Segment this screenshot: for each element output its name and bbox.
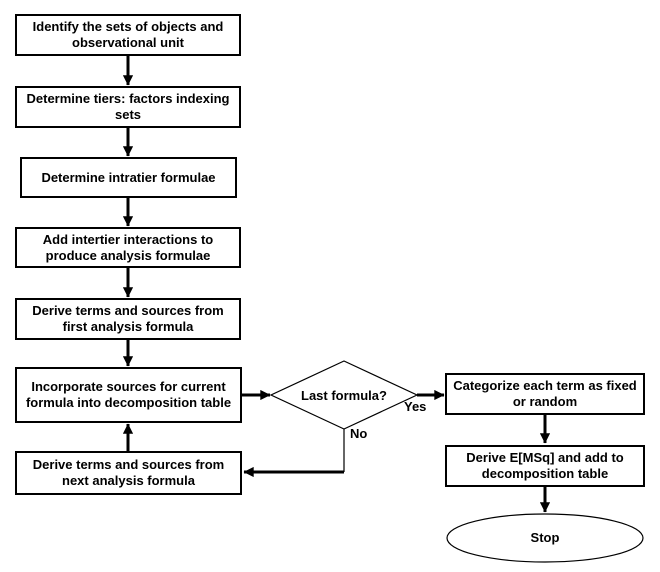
stop-terminator-shape: [446, 513, 644, 563]
box-categorize-terms: Categorize each term as fixed or random: [445, 373, 645, 415]
box-determine-intratier-formulae: Determine intratier formulae: [20, 157, 237, 198]
box-derive-terms-next-formula: Derive terms and sources from next analy…: [15, 451, 242, 495]
box-derive-emsq: Derive E[MSq] and add to decomposition t…: [445, 445, 645, 487]
decision-yes-label: Yes: [404, 399, 427, 414]
box-incorporate-sources: Incorporate sources for current formula …: [15, 367, 242, 423]
decision-no-label: No: [350, 426, 368, 441]
box-identify-sets: Identify the sets of objects and observa…: [15, 14, 241, 56]
stop-label: Stop: [530, 530, 560, 545]
box-determine-tiers: Determine tiers: factors indexing sets: [15, 86, 241, 128]
box-add-intertier-interactions: Add intertier interactions to produce an…: [15, 227, 241, 268]
box-derive-terms-first-formula: Derive terms and sources from first anal…: [15, 298, 241, 340]
decision-label: Last formula?: [301, 388, 387, 403]
